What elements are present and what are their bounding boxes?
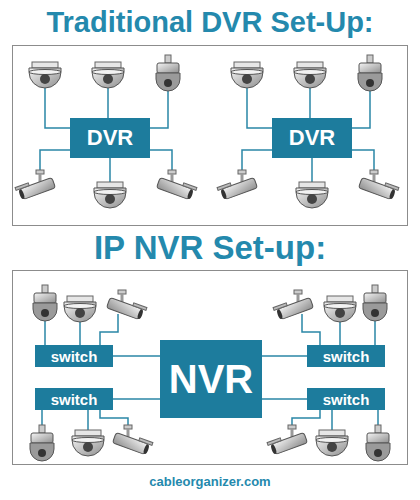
camera-wire (339, 322, 341, 345)
camera-wire (150, 150, 172, 170)
bullet-camera (106, 290, 146, 321)
panel-heading: IP NVR Set-up: (0, 228, 420, 268)
network-cable (113, 355, 160, 357)
panel-heading: Traditional DVR Set-Up: (0, 2, 420, 42)
switch-label: switch (323, 349, 370, 364)
dome-camera (316, 430, 348, 456)
network-cable (262, 355, 307, 357)
camera-wire (109, 158, 111, 182)
camera-wire (100, 410, 128, 425)
camera-wire (331, 410, 333, 430)
bullet-camera (358, 170, 398, 201)
camera-wire (107, 88, 109, 118)
nvr-label: NVR (169, 359, 253, 399)
dvr-box: DVR (70, 118, 150, 158)
dome-camera (231, 62, 263, 88)
camera-wire (374, 321, 376, 345)
ptz-camera (366, 425, 390, 461)
nvr-box: NVR (160, 340, 262, 418)
dome-camera (294, 62, 326, 88)
camera-wire (377, 410, 379, 425)
camera-wire (309, 88, 311, 118)
camera-wire (100, 314, 118, 345)
setup-panel: IP NVR Set-up:NVRswitchswitchswitchswitc… (12, 270, 408, 465)
watermark: cableorganizer.com (0, 474, 420, 489)
dome-camera (296, 182, 328, 208)
camera-wire (44, 321, 46, 345)
camera-wire (45, 88, 70, 128)
ptz-camera (358, 55, 382, 91)
camera-wire (41, 410, 43, 425)
bullet-camera (273, 290, 313, 321)
bullet-camera-shape (106, 290, 146, 321)
bullet-camera (217, 170, 257, 201)
bullet-camera-shape (156, 170, 196, 201)
camera-wire (302, 314, 320, 345)
camera-wire (292, 410, 320, 425)
bullet-camera-shape (112, 425, 152, 456)
dvr-label: DVR (87, 127, 133, 149)
dome-camera (29, 62, 61, 88)
switch-label: switch (323, 392, 370, 407)
switch-box: switch (35, 345, 113, 367)
ptz-camera (156, 55, 180, 91)
camera-wire (40, 150, 70, 170)
bullet-camera (267, 425, 307, 456)
bullet-camera (15, 170, 55, 201)
switch-box: switch (307, 388, 385, 410)
bullet-camera (156, 170, 196, 201)
network-cable (113, 398, 160, 400)
camera-wire (311, 158, 313, 182)
dome-camera (64, 296, 96, 322)
ptz-camera (30, 425, 54, 461)
ptz-camera (33, 285, 57, 321)
camera-wire (150, 91, 168, 128)
dome-camera (94, 182, 126, 208)
camera-wire (247, 88, 272, 128)
camera-wire (79, 322, 81, 345)
switch-box: switch (307, 345, 385, 367)
dome-camera (324, 296, 356, 322)
camera-wire (352, 91, 370, 128)
camera-wire (242, 150, 272, 170)
dvr-box: DVR (272, 118, 352, 158)
switch-box: switch (35, 388, 113, 410)
network-cable (262, 398, 307, 400)
ptz-camera (363, 285, 387, 321)
switch-label: switch (51, 349, 98, 364)
dome-camera (92, 62, 124, 88)
bullet-camera (112, 425, 152, 456)
camera-wire (87, 410, 89, 430)
setup-panel: Traditional DVR Set-Up:DVRDVR (12, 45, 408, 226)
switch-label: switch (51, 392, 98, 407)
dome-camera (72, 430, 104, 456)
dvr-label: DVR (289, 127, 335, 149)
camera-wire (352, 150, 374, 170)
bullet-camera-shape (358, 170, 398, 201)
